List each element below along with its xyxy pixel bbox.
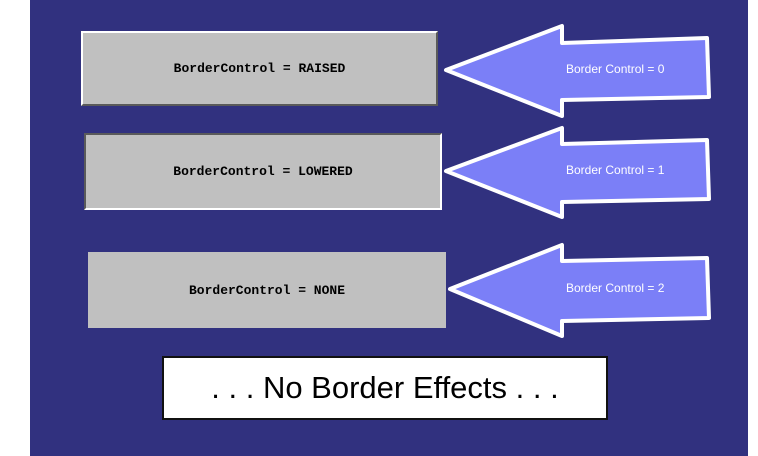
raised-box-label: BorderControl = RAISED [173, 61, 346, 76]
none-box-label: BorderControl = NONE [188, 282, 346, 298]
arrow-label-2: Border Control = 2 [566, 281, 665, 295]
arrow-shape-1 [444, 126, 711, 219]
arrow-label-0: Border Control = 0 [566, 62, 665, 76]
arrow-shape-2 [448, 243, 711, 338]
arrow-label-1: Border Control = 1 [566, 163, 665, 177]
lowered-border-box: BorderControl = LOWERED [84, 133, 442, 210]
raised-border-box: BorderControl = RAISED [81, 31, 438, 106]
lowered-box-label: BorderControl = LOWERED [173, 164, 353, 179]
no-border-box: BorderControl = NONE [88, 252, 446, 328]
caption-text: . . . No Border Effects . . . [211, 370, 559, 405]
caption-box: . . . No Border Effects . . . [162, 356, 608, 420]
arrow-shape-0 [444, 24, 711, 118]
